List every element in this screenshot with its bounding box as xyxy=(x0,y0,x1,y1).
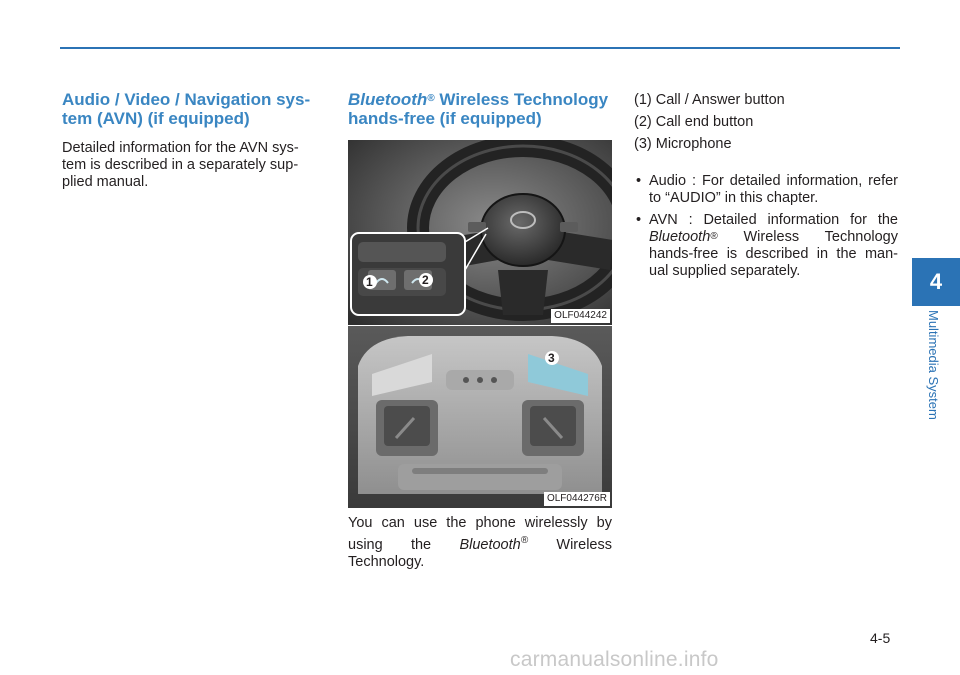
watermark: carmanualsonline.info xyxy=(510,648,719,671)
photo2-code: OLF044276R xyxy=(543,492,610,506)
steering-wheel-photo: OLF044242 1 2 xyxy=(348,140,612,325)
bullet-dot: • xyxy=(636,212,642,228)
steering-wheel-illustration xyxy=(348,140,612,325)
overhead-console-illustration xyxy=(348,326,612,508)
list-item: (2) Call end button xyxy=(634,114,754,130)
callout-2-label: 2 xyxy=(422,273,429,287)
chapter-tab[interactable]: 4 xyxy=(912,258,960,306)
list-item: (3) Microphone xyxy=(634,136,732,152)
overhead-console-photo: OLF044276R 3 xyxy=(348,326,612,508)
chapter-tab-label-bg xyxy=(912,307,960,445)
bluetooth-section: Bluetooth® Wireless Technology hands-fre… xyxy=(348,90,612,128)
callout-3-label: 3 xyxy=(548,351,555,365)
avn-body: Detailed information for the AVN sys- te… xyxy=(62,140,299,190)
chapter-label: Multimedia System xyxy=(926,310,941,420)
bullet-audio: • Audio : For detailed information, refe… xyxy=(636,173,898,206)
photo1-code: OLF044242 xyxy=(551,309,610,323)
chapter-number: 4 xyxy=(929,269,943,294)
avn-heading: Audio / Video / Navigation sys- tem (AVN… xyxy=(62,90,311,128)
bullet-dot: • xyxy=(636,173,642,189)
buttons-section: (1) Call / Answer button (2) Call end bu… xyxy=(634,92,898,285)
top-rule xyxy=(60,47,900,49)
callout-1-marker xyxy=(363,275,377,289)
callout-3-marker xyxy=(545,351,559,365)
bluetooth-heading: Bluetooth® Wireless Technology hands-fre… xyxy=(348,90,609,128)
bullet-list: • Audio : For detailed information, refe… xyxy=(634,173,898,280)
avn-section: Audio / Video / Navigation sys- tem (AVN… xyxy=(62,90,324,191)
bullet-avn: • AVN : Detailed information for the Blu… xyxy=(636,212,898,279)
list-item: (1) Call / Answer button xyxy=(634,92,785,108)
callout-1-label: 1 xyxy=(366,275,373,289)
page-number: 4-5 xyxy=(870,630,891,646)
callout-2-marker xyxy=(419,273,433,287)
bluetooth-body: You can use the phone wirelessly by usin… xyxy=(348,515,612,570)
